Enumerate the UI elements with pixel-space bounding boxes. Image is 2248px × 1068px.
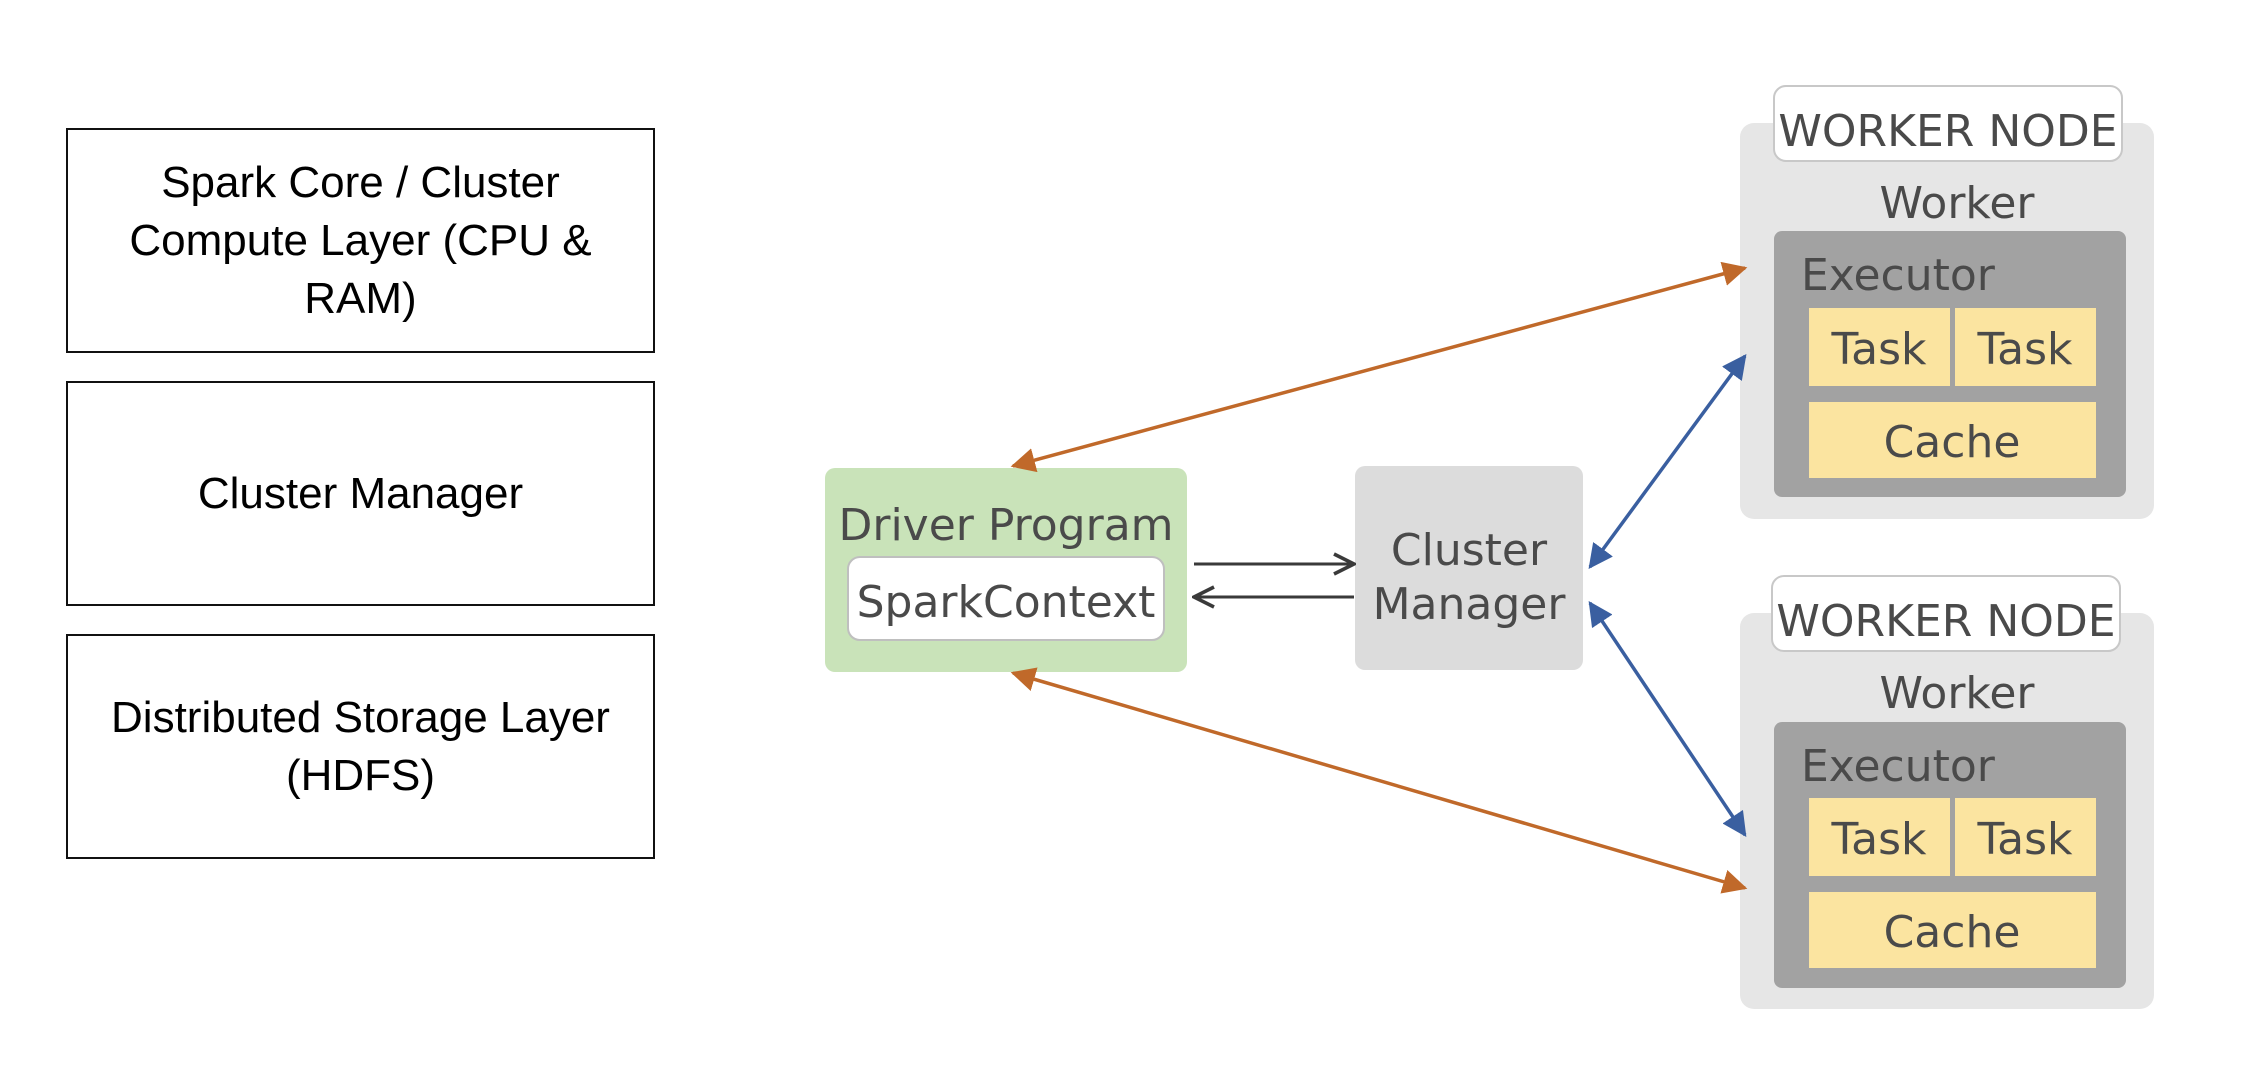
cache-label: Cache bbox=[1884, 907, 2021, 958]
task-label: Task bbox=[1977, 324, 2073, 375]
spark-context-label: SparkContext bbox=[857, 577, 1156, 628]
worker-node-header-box bbox=[1771, 575, 2121, 652]
worker-node-header-box bbox=[1773, 85, 2123, 162]
cluster-manager-line1: Cluster bbox=[1391, 525, 1548, 576]
cache-box bbox=[1809, 402, 2096, 478]
executor-label: Executor bbox=[1801, 741, 1996, 792]
worker-label: Worker bbox=[1879, 668, 2035, 719]
worker-label: Worker bbox=[1879, 178, 2035, 229]
worker-node: WORKER NODE Worker Executor Task Task Ca… bbox=[1740, 85, 2154, 519]
spark-context-box bbox=[847, 556, 1165, 641]
cluster-manager-layer-box: Cluster Manager bbox=[66, 381, 655, 606]
task-label: Task bbox=[1831, 814, 1927, 865]
compute-layer-box: Spark Core / Cluster Compute Layer (CPU … bbox=[66, 128, 655, 353]
storage-layer-box: Distributed Storage Layer (HDFS) bbox=[66, 634, 655, 859]
worker-node-header: WORKER NODE bbox=[1776, 596, 2115, 647]
manager-worker1-arrow bbox=[1588, 354, 1747, 569]
cluster-manager-line2: Manager bbox=[1373, 579, 1567, 630]
task-label: Task bbox=[1831, 324, 1927, 375]
task-box bbox=[1809, 308, 1950, 386]
compute-layer-label: Spark Core / Cluster Compute Layer (CPU … bbox=[129, 157, 592, 323]
worker-node: WORKER NODE Worker Executor Task Task Ca… bbox=[1740, 575, 2154, 1009]
driver-program-title: Driver Program bbox=[838, 500, 1173, 551]
task-label: Task bbox=[1977, 814, 2073, 865]
cluster-manager-box bbox=[1355, 466, 1583, 670]
manager-worker2-arrow bbox=[1588, 600, 1747, 838]
driver-worker1-arrow bbox=[1010, 261, 1748, 473]
worker-node-header: WORKER NODE bbox=[1778, 106, 2117, 157]
task-box bbox=[1955, 308, 2096, 386]
executor-label: Executor bbox=[1801, 250, 1996, 301]
cache-label: Cache bbox=[1884, 417, 2021, 468]
cluster-manager-node: Cluster Manager bbox=[1355, 466, 1583, 670]
task-box bbox=[1955, 798, 2096, 876]
cluster-manager-layer-label: Cluster Manager bbox=[197, 468, 524, 518]
cache-box bbox=[1809, 892, 2096, 968]
driver-worker2-arrow bbox=[1010, 667, 1748, 894]
task-box bbox=[1809, 798, 1950, 876]
storage-layer-label: Distributed Storage Layer (HDFS) bbox=[111, 692, 610, 800]
driver-program: Driver Program SparkContext bbox=[825, 468, 1187, 672]
